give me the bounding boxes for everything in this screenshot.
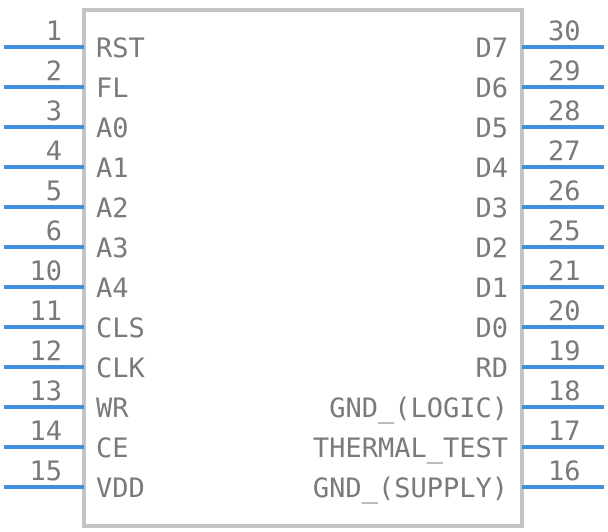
- pin-number-17: 17: [548, 416, 581, 447]
- pin-number-12: 12: [29, 336, 62, 367]
- pin-number-27: 27: [548, 136, 581, 167]
- pin-number-4: 4: [46, 136, 62, 167]
- pin-name-29: D6: [475, 73, 508, 104]
- pin-name-11: CLS: [96, 313, 145, 344]
- pin-number-11: 11: [29, 296, 62, 327]
- pin-name-16: GND_(SUPPLY): [313, 473, 508, 504]
- pin-number-15: 15: [29, 456, 62, 487]
- pin-name-25: D2: [475, 233, 508, 264]
- pin-name-6: A3: [96, 233, 129, 264]
- pin-name-12: CLK: [96, 353, 146, 384]
- pin-name-3: A0: [96, 113, 129, 144]
- pin-number-1: 1: [46, 16, 62, 47]
- pin-name-18: GND_(LOGIC): [329, 393, 508, 424]
- pin-name-14: CE: [96, 433, 129, 464]
- pin-number-19: 19: [548, 336, 581, 367]
- pin-name-20: D0: [475, 313, 508, 344]
- pin-number-18: 18: [548, 376, 581, 407]
- pin-number-13: 13: [29, 376, 62, 407]
- pin-number-20: 20: [548, 296, 581, 327]
- pin-name-28: D5: [475, 113, 508, 144]
- pin-name-10: A4: [96, 273, 129, 304]
- pin-number-2: 2: [46, 56, 62, 87]
- pin-number-29: 29: [548, 56, 581, 87]
- pin-number-14: 14: [29, 416, 62, 447]
- pin-name-13: WR: [96, 393, 129, 424]
- pin-name-19: RD: [475, 353, 508, 384]
- pin-name-30: D7: [475, 33, 508, 64]
- pin-number-10: 10: [29, 256, 62, 287]
- pin-number-26: 26: [548, 176, 581, 207]
- pin-number-5: 5: [46, 176, 62, 207]
- ic-body: [82, 8, 524, 528]
- pin-number-3: 3: [46, 96, 62, 127]
- pin-name-15: VDD: [96, 473, 145, 504]
- pin-number-28: 28: [548, 96, 581, 127]
- pin-number-25: 25: [548, 216, 581, 247]
- pin-name-4: A1: [96, 153, 129, 184]
- pin-name-27: D4: [475, 153, 508, 184]
- pin-number-6: 6: [46, 216, 62, 247]
- pin-number-21: 21: [548, 256, 581, 287]
- pin-number-30: 30: [548, 16, 581, 47]
- pin-name-17: THERMAL_TEST: [313, 433, 508, 464]
- pin-name-1: RST: [96, 33, 145, 64]
- pin-name-26: D3: [475, 193, 508, 224]
- pin-name-21: D1: [475, 273, 508, 304]
- pin-number-16: 16: [548, 456, 581, 487]
- pin-name-5: A2: [96, 193, 129, 224]
- pin-name-2: FL: [96, 73, 129, 104]
